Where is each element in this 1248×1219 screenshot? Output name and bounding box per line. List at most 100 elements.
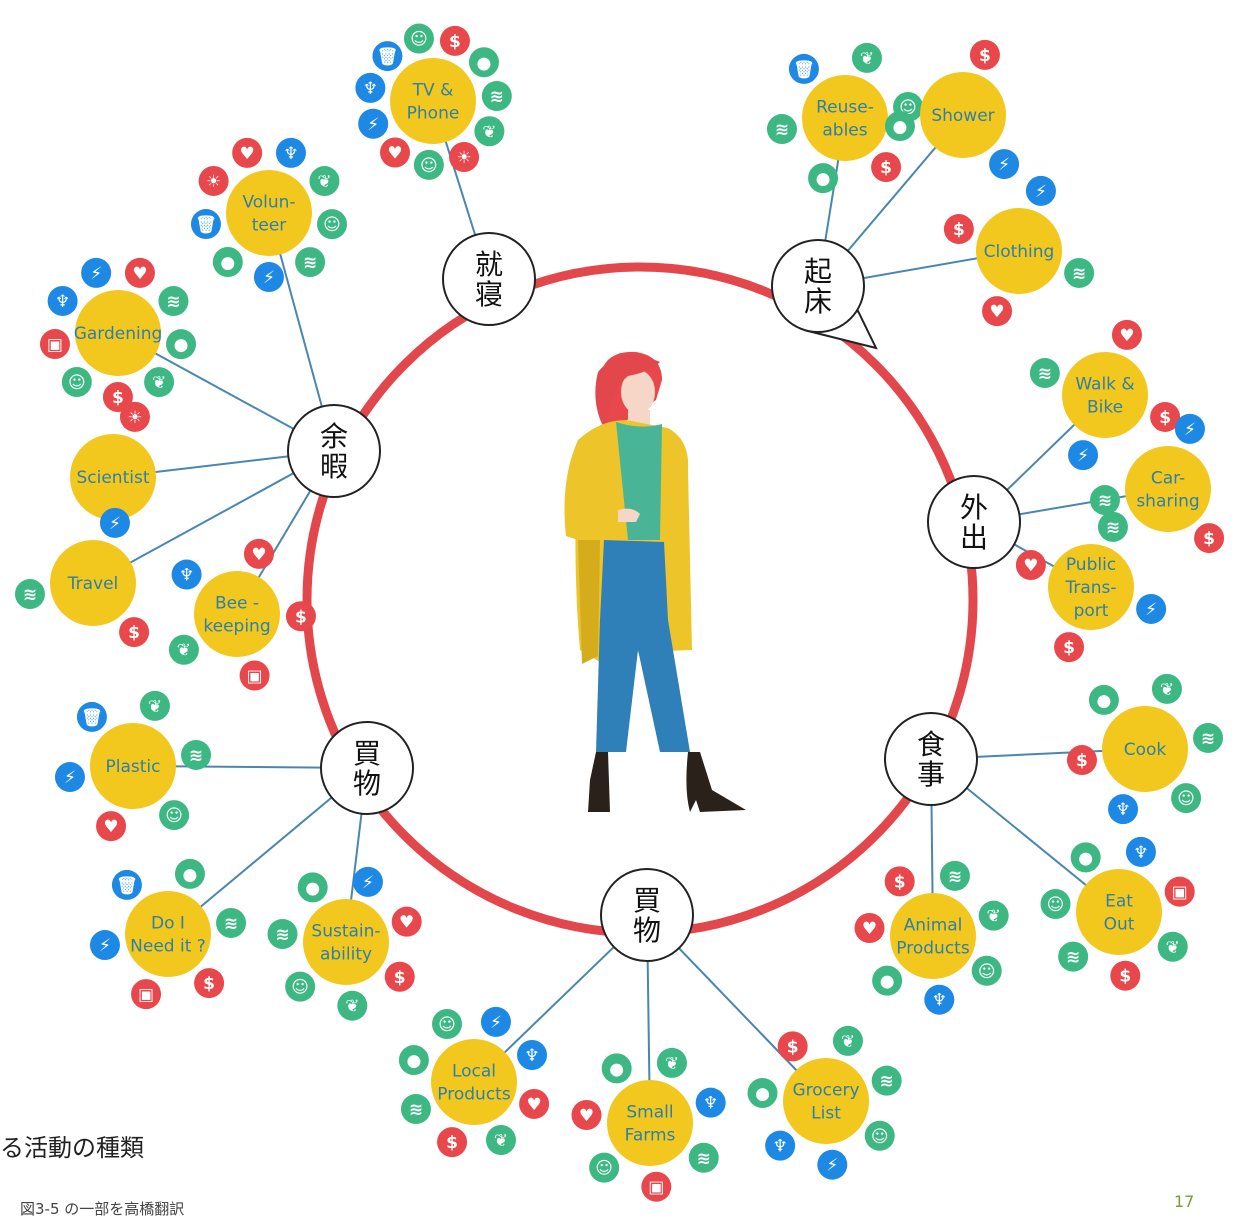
svg-text:♆: ♆ [283, 144, 298, 164]
svg-text:♥: ♥ [989, 302, 1004, 322]
svg-text:▣: ▣ [1172, 883, 1188, 903]
svg-text:$: $ [295, 607, 307, 627]
activity-node: ♥$⚡≋Walk &Bike [1029, 319, 1181, 471]
drop-icon: ● [747, 1077, 778, 1108]
drop-icon: ● [1088, 684, 1119, 715]
activity-circle [226, 170, 312, 256]
svg-text:☺: ☺ [410, 30, 428, 50]
svg-text:🗑: 🗑 [793, 60, 815, 80]
face-icon: ☺ [1171, 783, 1202, 814]
drop-icon: ● [468, 47, 499, 78]
bulb-icon: ☀ [198, 165, 229, 196]
hub-yoka: 余暇 [287, 404, 381, 498]
dollar-icon: $ [777, 1031, 808, 1062]
svg-text:♆: ♆ [773, 1137, 788, 1157]
svg-text:❦: ❦ [148, 697, 162, 717]
dollar-icon: $ [871, 152, 902, 183]
dollar-icon: $ [1194, 523, 1225, 554]
svg-text:●: ● [1096, 691, 1111, 711]
hub-kaimono2: 買物 [600, 868, 694, 962]
hub-label: 余 [320, 420, 348, 453]
bolt-icon: ⚡ [253, 261, 284, 292]
bolt-icon: ⚡ [81, 257, 112, 288]
svg-text:≋: ≋ [1106, 518, 1120, 538]
hub-label: 事 [917, 758, 945, 791]
face-icon: ☺ [317, 209, 348, 240]
activity-circle [607, 1080, 693, 1166]
svg-text:♆: ♆ [524, 1046, 539, 1066]
svg-text:❦: ❦ [1160, 680, 1174, 700]
briefcase-icon: ▣ [641, 1171, 672, 1202]
dollar-icon: $ [1054, 632, 1085, 663]
svg-text:≋: ≋ [880, 1072, 894, 1092]
bolt-icon: ⚡ [1025, 175, 1056, 206]
svg-text:≋: ≋ [1038, 364, 1052, 384]
activity-label: Gardening [74, 324, 163, 344]
briefcase-icon: ▣ [1164, 876, 1195, 907]
heart-icon: ♥ [1015, 550, 1046, 581]
svg-text:●: ● [220, 253, 235, 273]
leaf-icon: ❦ [139, 690, 170, 721]
glass-icon: ♆ [355, 72, 386, 103]
svg-text:☀: ☀ [206, 172, 221, 192]
bolt-icon: ⚡ [352, 866, 383, 897]
activity-label: port [1074, 601, 1109, 621]
svg-text:$: $ [446, 1133, 458, 1153]
wind-icon: ≋ [871, 1065, 902, 1096]
activity-node: ♆❦☺≋⚡●🗑☀♥Volun-teer [190, 137, 348, 292]
svg-text:≋: ≋ [409, 1100, 423, 1120]
hub-label: 物 [353, 767, 381, 800]
activity-circle [70, 434, 156, 520]
svg-text:≋: ≋ [775, 120, 789, 140]
dollar-icon: $ [437, 1127, 468, 1158]
activity-label: teer [252, 216, 287, 236]
svg-text:$: $ [787, 1037, 799, 1057]
activity-label: Sustain- [311, 922, 380, 942]
svg-text:🗑: 🗑 [195, 215, 217, 235]
svg-text:$: $ [1063, 638, 1075, 658]
activity-label: Travel [67, 574, 119, 594]
svg-text:●: ● [816, 169, 831, 189]
bolt-icon: ⚡ [1174, 413, 1205, 444]
activity-circle [303, 899, 389, 985]
svg-text:♆: ♆ [55, 292, 70, 312]
face-icon: ☺ [403, 23, 434, 54]
activity-label: ability [320, 945, 372, 965]
svg-text:▣: ▣ [47, 335, 63, 355]
activity-label: Shower [931, 106, 994, 126]
activity-label: Phone [407, 104, 460, 124]
svg-text:☀: ☀ [127, 408, 142, 428]
activity-label: Products [437, 1085, 511, 1105]
svg-text:⚡: ⚡ [998, 155, 1010, 175]
svg-text:$: $ [953, 220, 965, 240]
svg-text:⚡: ⚡ [367, 115, 379, 135]
hub-label: 食 [917, 728, 945, 761]
activity-label: Public [1066, 555, 1116, 575]
hub-label: 出 [960, 521, 988, 554]
wind-icon: ≋ [216, 907, 247, 938]
figure-caption: る活動の種類 [0, 1134, 144, 1162]
svg-text:▣: ▣ [648, 1178, 664, 1198]
bolt-icon: ⚡ [54, 762, 85, 793]
glass-icon: ♆ [171, 559, 202, 590]
activity-label: Plastic [106, 757, 161, 777]
trash-icon: 🗑 [788, 53, 819, 84]
leaf-icon: ❦ [978, 900, 1009, 931]
svg-text:$: $ [449, 32, 461, 52]
drop-icon: ● [808, 163, 839, 194]
svg-text:●: ● [1078, 848, 1093, 868]
leaf-icon: ❦ [168, 634, 199, 665]
activity-node: ⚡$≋Travel [14, 507, 150, 648]
woman-figure [564, 351, 746, 812]
bolt-icon: ⚡ [1136, 593, 1167, 624]
drop-icon: ● [174, 858, 205, 889]
glass-icon: ♆ [517, 1040, 548, 1071]
svg-text:♆: ♆ [363, 79, 378, 99]
svg-text:≋: ≋ [166, 292, 180, 312]
svg-text:❦: ❦ [860, 49, 874, 69]
svg-text:≋: ≋ [189, 746, 203, 766]
